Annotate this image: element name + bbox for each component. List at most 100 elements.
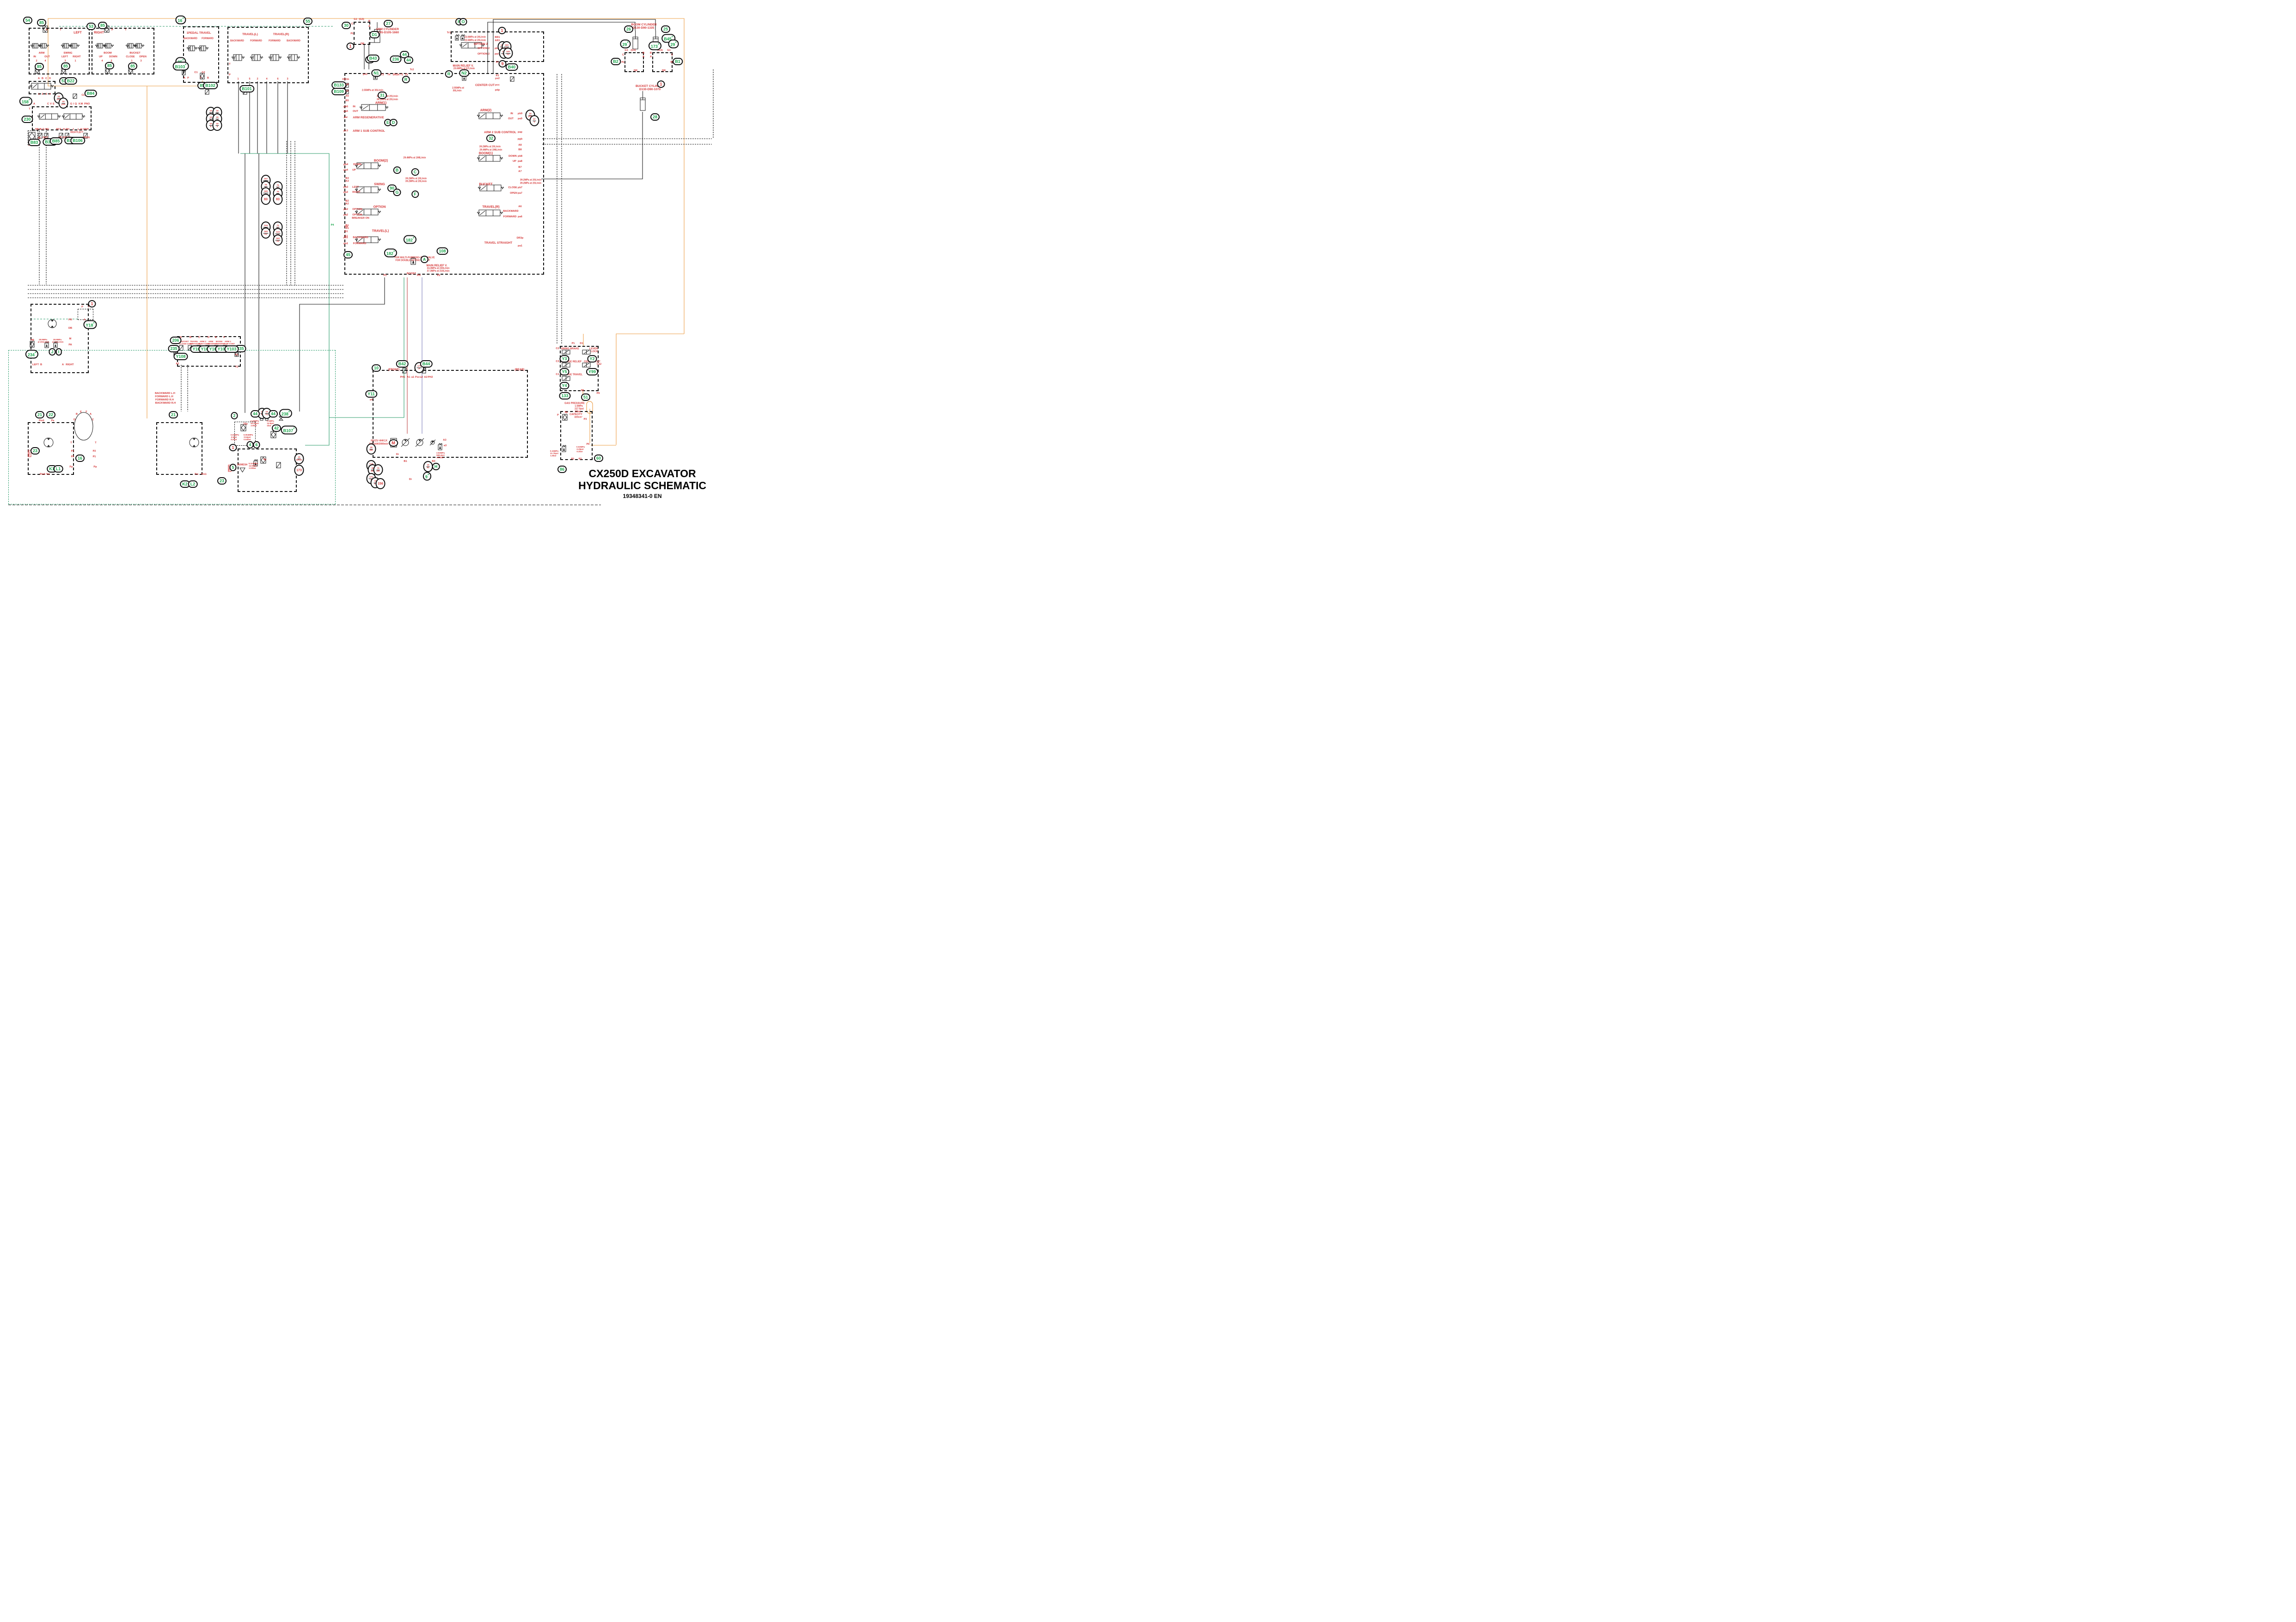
label-b: B [642,52,645,55]
travel-pilot-box [227,27,309,83]
callout-y103: Y103 [224,345,239,353]
callout-a: A [420,256,429,263]
symbol-tri [239,467,245,473]
callout-44: 44 [404,56,414,64]
label-4: 4 [101,60,103,63]
label-option-2: OPTION 2 [473,42,488,46]
label-d: D [73,418,76,422]
label-travel: TRAVEL [190,340,198,343]
label-option-2: OPTION 2 [477,47,490,50]
label-regene: REGENE [216,342,225,345]
label-c: C [45,77,48,80]
label-14-5psi: 14.5psi [267,422,274,424]
callout-y18: Y18* [83,320,97,329]
label-c1: C1 [556,373,559,376]
label-a: A [368,25,371,28]
label-up: UP [513,160,516,163]
label-out: OUT [508,117,514,121]
callout-n2: N2 [459,69,469,77]
label-a1: A1 [176,362,179,366]
callout-r: R [402,76,410,83]
callout-32: 32 [486,135,496,142]
label-tr2: Tr2 [410,68,414,72]
label-swing-brake: SWING BRAKE [561,347,579,350]
label-at-201l-min: at 201L/min [52,340,64,343]
callout-23: 23 [30,447,40,455]
label-568-4psi: 568.4psi [436,454,445,456]
label-left: LEFT [73,31,82,35]
label-6: 6µ [263,458,267,461]
callout-31: 31 [377,92,387,99]
label-39-2mpa-at-20l-min: 39.2MPa at 20L/min [479,145,501,148]
label-capacity: CAPACITY [569,413,582,416]
label-b: B [40,363,43,367]
callout-25: 25 [661,25,671,33]
label-pb4: pb4 [343,163,348,166]
symbol-rel [438,443,443,450]
label-dr: DR [633,69,638,73]
symbol-spool [30,43,41,49]
label-arm: ARM [208,340,214,343]
label-travel-straight: TRAVEL STRAIGHT [484,241,513,245]
label-p9: P9 [596,392,600,395]
symbol-cyl [640,91,646,111]
label-15bar: 15bar [575,410,581,413]
symbol-spool [186,45,198,51]
label-a1: A1 [345,227,349,230]
symbol-spool [95,43,106,49]
symbol-spool [477,112,503,119]
label-a3: a3 [443,444,447,448]
label-tin: Tin [194,473,199,476]
label-b8: B8 [518,148,522,152]
callout-g: G [393,189,401,196]
label-g: G [70,103,73,106]
symbol-cyl [632,31,638,49]
label-arm-regenerative: ARM REGENERATIVE [353,116,384,119]
label-0-29psi: 0.29psi [576,448,584,450]
label-gas-pressure: GAS PRESSURE [564,402,585,405]
label-arm-1-sub-control: ARM 1 SUB CONTROL [353,129,385,133]
label-sub-cont: SUB-CONT [198,342,209,345]
label-pa7: pa7 [518,192,522,195]
callout-b40: B40 [505,63,518,71]
label-open: OPEN [82,136,90,140]
symbol-pump [429,439,436,446]
label-arm-1: ARM(1) [375,101,387,105]
label-p: P [111,29,113,32]
label-b7: B7 [518,166,522,169]
label-a2: a2 [420,376,423,379]
label-psv: Psv [415,376,420,379]
label-p1: P1 [235,354,239,357]
callout-d: D [389,119,398,126]
callout-86: 86 [557,466,567,473]
callout-b43: B43 [367,55,380,62]
label-3: 3 [287,78,288,81]
callout-y4: Y4 [559,382,569,389]
symbol-solh [562,362,570,368]
callout-23: 23 [217,477,227,485]
label-t: T [95,442,97,445]
label-down: DOWN [109,55,117,59]
label-forward-r-h: FORWARD R.H [155,399,174,402]
callout-i: I [55,348,62,356]
symbol-sol [276,462,281,468]
label-34-3mpa-at-230l-min: 34.3MPa at 230L/min [427,267,450,270]
label-in: IN [38,137,41,140]
callout-29: 29* [620,39,631,49]
label-m: M [69,338,72,341]
label-d: D [49,77,51,80]
schematic-wiring-layer [8,18,714,505]
label-d145-d105-1660: D145-D105-1660 [376,31,399,34]
label-a: A [642,55,645,59]
wire [329,277,404,418]
option2-section [451,31,544,62]
callout-1: 1 [346,43,355,50]
label-p: P [229,74,231,77]
label-6: 6 [277,78,279,81]
callout-b22: B22 [64,77,77,85]
label-2: 2 [36,60,37,63]
label-t: T [125,29,127,32]
symbol-spool [355,236,381,243]
